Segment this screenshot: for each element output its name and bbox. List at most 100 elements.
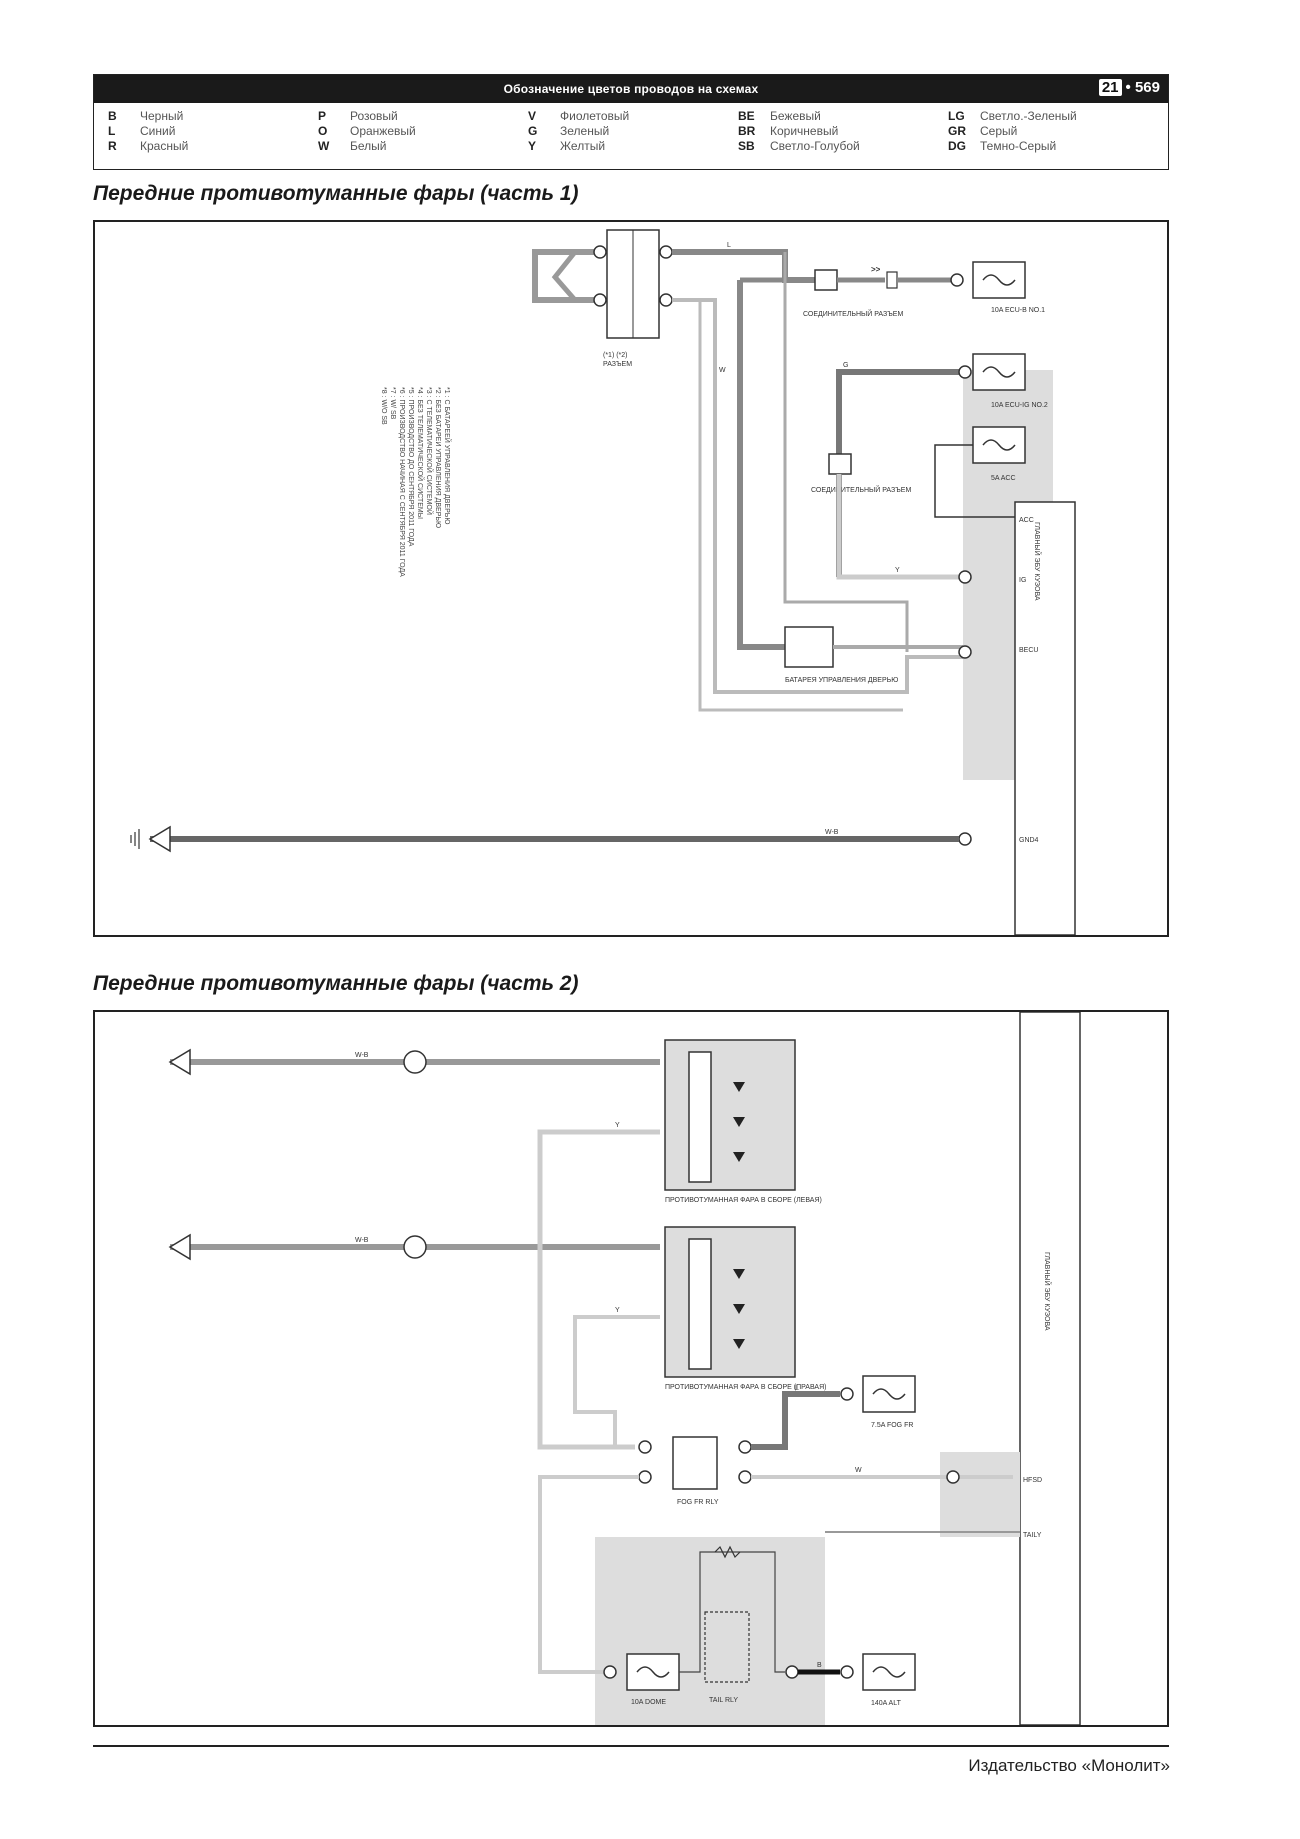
ground-icon <box>168 1233 191 1261</box>
wire-l-fog <box>751 1391 840 1450</box>
joint-connector-2-label: СОЕДИНИТЕЛЬНЫЙ РАЗЪЕМ <box>811 485 911 494</box>
body-ecu-column <box>1019 1012 1081 1725</box>
legend-code: R <box>108 139 117 153</box>
legend-color-name: Красный <box>140 139 189 153</box>
shade-region-3 <box>595 1537 825 1725</box>
fuse-acc <box>972 426 1026 464</box>
legend-item: SB Светло-Голубой <box>738 139 948 154</box>
part1-diagram: (*1) (*2) РАЗЪЕМ СОЕДИНИТЕЛЬНЫЙ РАЗЪЕМ >… <box>93 220 1169 937</box>
body-ecu-label: ГЛАВНЫЙ ЭБУ КУЗОВА <box>1033 522 1042 601</box>
fog-relay <box>672 1436 718 1490</box>
fog-lamp-left <box>664 1039 796 1191</box>
part2-title: Передние противотуманные фары (часть 2) <box>93 972 579 995</box>
legend-code: GR <box>948 124 966 138</box>
fog-lamp-right <box>664 1226 796 1378</box>
connector-top-sublabel: РАЗЪЕМ <box>603 361 632 368</box>
legend-item: Y Желтый <box>528 139 738 154</box>
legend-color-name: Желтый <box>560 139 606 153</box>
part1-schematic: (*1) (*2) РАЗЪЕМ СОЕДИНИТЕЛЬНЫЙ РАЗЪЕМ >… <box>130 229 1076 935</box>
legend-code: DG <box>948 139 966 153</box>
joint-connector-top <box>814 269 838 291</box>
wire-becu <box>737 280 785 650</box>
door-battery-box <box>784 626 834 668</box>
wire-label-l: L <box>795 1385 799 1392</box>
legend-color-name: Зеленый <box>560 124 610 138</box>
legend-color-name: Фиолетовый <box>560 109 630 123</box>
page-number: 569 <box>1134 79 1160 96</box>
wire-label-y-1: Y <box>615 1122 620 1129</box>
fuse-ecu-b <box>972 261 1026 299</box>
body-ecu-label-2: ГЛАВНЫЙ ЭБУ КУЗОВА <box>1043 1252 1052 1331</box>
ground-icon <box>148 825 171 853</box>
part1-notes: *1 : С БАТАРЕЕЙ УПРАВЛЕНИЯ ДВЕРЬЮ*2 : БЕ… <box>380 387 452 577</box>
note-line: *1 : С БАТАРЕЕЙ УПРАВЛЕНИЯ ДВЕРЬЮ <box>443 387 452 524</box>
pin-ig: IG <box>1019 577 1026 584</box>
joint-connector-mid <box>828 453 852 475</box>
wire-label-b: B <box>817 1662 822 1669</box>
note-line: *8 : W/O SB <box>380 387 387 425</box>
tail-relay-label: TAIL RLY <box>709 1697 738 1704</box>
legend-code: P <box>318 109 327 123</box>
note-line: *7 : W/ SB <box>389 387 396 420</box>
led-icon <box>733 1339 745 1349</box>
ground-icon <box>168 1048 191 1076</box>
legend-color-name: Коричневый <box>770 124 839 138</box>
legend-code: V <box>528 109 537 123</box>
connector-top-label: (*1) (*2) <box>603 352 628 359</box>
fog-left-label: ПРОТИВОТУМАННАЯ ФАРА В СБОРЕ (ЛЕВАЯ) <box>665 1197 822 1204</box>
fog-right-label: ПРОТИВОТУМАННАЯ ФАРА В СБОРЕ (ПРАВАЯ) <box>665 1384 826 1391</box>
part1-title: Передние противотуманные фары (часть 1) <box>93 182 579 205</box>
led-icon <box>733 1269 745 1279</box>
page-indicator: 21• 569 <box>1098 79 1160 96</box>
page-separator: • <box>1125 79 1131 96</box>
legend-code: SB <box>738 139 755 153</box>
wire-label-w: W <box>855 1467 862 1474</box>
legend-item: R Красный <box>108 139 318 154</box>
legend-color-name: Светло-Голубой <box>770 139 860 153</box>
pin-tail: TAILY <box>1023 1532 1042 1539</box>
note-line: *4 : БЕЗ ТЕЛЕМАТИЧЕСКОЙ СИСТЕМЫ <box>416 387 425 519</box>
wire-label-y: Y <box>895 567 900 574</box>
wire-y <box>836 474 963 580</box>
legend-color-name: Оранжевый <box>350 124 416 138</box>
part2-schematic: ГЛАВНЫЙ ЭБУ КУЗОВА ПРОТИВОТУМАННАЯ ФАРА … <box>168 1012 1081 1725</box>
legend-color-name: Бежевый <box>770 109 821 123</box>
led-icon <box>733 1152 745 1162</box>
footer-rule <box>93 1745 1169 1747</box>
legend-header: Обозначение цветов проводов на схемах 21… <box>94 75 1168 103</box>
fuse-dome-label: 10A DOME <box>631 1699 666 1706</box>
chapter-number: 21 <box>1098 79 1122 96</box>
legend-color-name: Черный <box>140 109 184 123</box>
wire-label-l: L <box>727 242 731 249</box>
wire-y-left <box>537 1129 660 1450</box>
led-icon <box>733 1117 745 1127</box>
door-battery-label: БАТАРЕЯ УПРАВЛЕНИЯ ДВЕРЬЮ <box>785 677 898 684</box>
wire-color-legend: Обозначение цветов проводов на схемах 21… <box>93 74 1169 170</box>
legend-code: G <box>528 124 538 138</box>
legend-item: V Фиолетовый <box>528 109 738 124</box>
wire-g <box>836 369 963 577</box>
svg-text:>>: >> <box>871 265 881 274</box>
wire-label-wb: W-B <box>825 829 839 836</box>
fuse-acc-label: 5A ACC <box>991 475 1016 482</box>
note-line: *5 : ПРОИЗВОДСТВО ДО СЕНТЯБРЯ 2011 ГОДА <box>407 387 414 547</box>
wire-label-g: G <box>843 362 848 369</box>
wire-label-w: W <box>719 367 726 374</box>
pin-becu: BECU <box>1019 647 1038 654</box>
tail-relay <box>704 1611 750 1683</box>
part2-diagram: ГЛАВНЫЙ ЭБУ КУЗОВА ПРОТИВОТУМАННАЯ ФАРА … <box>93 1010 1169 1727</box>
wire-l-top <box>672 249 815 283</box>
pin-gnd: GND4 <box>1019 837 1039 844</box>
legend-code: L <box>108 124 116 138</box>
note-line: *6 : ПРОИЗВОДСТВО НАЧИНАЯ С СЕНТЯБРЯ 201… <box>398 387 405 577</box>
legend-code: O <box>318 124 328 138</box>
legend-code: Y <box>528 139 537 153</box>
